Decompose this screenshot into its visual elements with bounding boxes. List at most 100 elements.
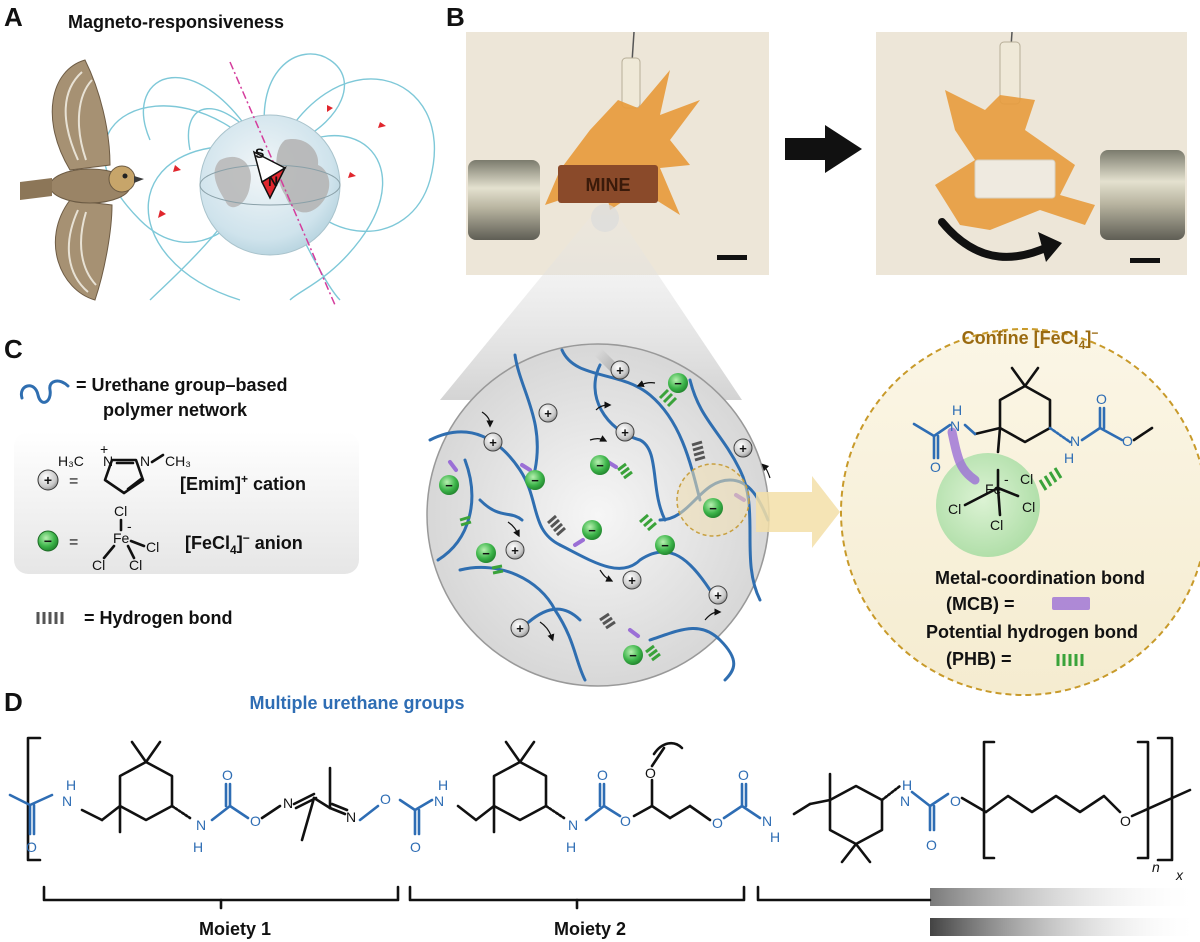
svg-text:+: + — [544, 406, 552, 421]
zoom-circle: Confine [FeCl4]− — [840, 326, 1200, 696]
fecl4-cl-bottom: Cl — [129, 557, 142, 573]
hydrogen-bond-icon — [36, 612, 64, 624]
svg-text:N: N — [900, 793, 910, 809]
compass-n-label: N — [268, 173, 278, 189]
svg-text:O: O — [738, 767, 749, 783]
fade-bar-bottom — [930, 918, 1200, 936]
zoom-n-right: N — [1070, 433, 1080, 449]
zoom-phb-line2: (PHB) = — [946, 649, 1012, 669]
emim-n-right: N — [140, 453, 150, 469]
zoom-fe-charge: - — [1004, 471, 1009, 487]
svg-text:−: − — [588, 523, 596, 538]
svg-text:O: O — [250, 813, 261, 829]
chain-icon — [8, 736, 1192, 864]
emim-methyl-left: H₃C — [58, 453, 84, 469]
legend-urethane-line1: = Urethane group–based — [76, 375, 288, 395]
moiety-brackets — [42, 885, 1200, 936]
zoom-cl-3: Cl — [1022, 499, 1035, 515]
zoom-cl-4: Cl — [990, 517, 1003, 533]
svg-text:H: H — [438, 777, 448, 793]
svg-text:O: O — [410, 839, 421, 855]
network-circle: − − − − − − − − − + + + + + + + + + — [426, 343, 771, 687]
zoom-n-left: N — [950, 418, 960, 434]
legend-hydrogen-bond: = Hydrogen bond — [84, 608, 233, 628]
zoom-h-left: H — [952, 402, 962, 418]
cation-label: [Emim]+ cation — [180, 472, 306, 494]
svg-text:−: − — [596, 458, 604, 473]
rotation-arrow-icon — [938, 218, 1054, 261]
legend-urethane-line2: polymer network — [103, 400, 248, 420]
anion-balls: − − − − − − − − − — [439, 373, 723, 665]
zoom-cl-2: Cl — [948, 501, 961, 517]
zoom-h-right: H — [1064, 450, 1074, 466]
svg-text:O: O — [380, 791, 391, 807]
phb-legend-icon — [1056, 654, 1084, 666]
zoom-molecule — [912, 366, 1154, 517]
panel-label-a: A — [4, 2, 23, 32]
zoom-phb-line1: Potential hydrogen bond — [926, 622, 1138, 642]
svg-text:O: O — [712, 815, 723, 831]
zoom-mcb-line2: (MCB) = — [946, 594, 1015, 614]
legend-ion-box — [14, 432, 359, 574]
scale-bar-before — [717, 255, 747, 260]
svg-text:N: N — [62, 793, 72, 809]
svg-text:+: + — [714, 588, 722, 603]
svg-text:−: − — [531, 473, 539, 488]
svg-text:O: O — [597, 767, 608, 783]
panel-a-title: Magneto-responsiveness — [68, 12, 284, 32]
svg-text:+: + — [739, 441, 747, 456]
svg-text:+: + — [628, 573, 636, 588]
emim-structure — [103, 458, 145, 495]
magnet-icon-right — [1100, 150, 1185, 240]
fade-bar-top — [930, 888, 1200, 906]
emim-n-left: N — [103, 453, 113, 469]
cation-balls: + + + + + + + + + — [483, 347, 753, 638]
fecl4-cl-right: Cl — [146, 539, 159, 555]
svg-text:H: H — [193, 839, 203, 855]
sample-mine-patch — [558, 165, 658, 203]
fecl4-cl-left: Cl — [92, 557, 105, 573]
svg-text:−: − — [674, 376, 682, 391]
emim-plus: + — [100, 441, 108, 457]
motion-arrows — [481, 380, 771, 642]
svg-text:+: + — [489, 435, 497, 450]
svg-text:N: N — [434, 793, 444, 809]
svg-text:−: − — [629, 648, 637, 663]
zoom-mcb-line1: Metal-coordination bond — [935, 568, 1145, 588]
panel-label-d: D — [4, 687, 23, 717]
sample-white-patch — [974, 159, 1056, 199]
zoom-o-left: O — [930, 459, 941, 475]
cation-equals: = — [69, 473, 78, 490]
hanging-clip — [621, 57, 641, 109]
zoom-phb-bond — [1038, 467, 1063, 491]
anion-ball-minus: − — [44, 533, 52, 549]
zoom-fe: Fe — [985, 481, 1002, 497]
svg-text:N: N — [196, 817, 206, 833]
svg-text:O: O — [950, 793, 961, 809]
cation-ball-icon — [37, 469, 59, 491]
svg-text:−: − — [482, 546, 490, 561]
svg-text:−: − — [445, 478, 453, 493]
svg-text:H: H — [66, 777, 76, 793]
svg-text:+: + — [621, 425, 629, 440]
network-phb — [459, 388, 678, 662]
svg-text:−: − — [661, 538, 669, 553]
fecl4-structure — [102, 518, 146, 560]
svg-text:O: O — [620, 813, 631, 829]
zoom-o-ester: O — [1122, 433, 1133, 449]
panel-a: A Magneto-responsiveness S N — [4, 2, 436, 306]
svg-text:+: + — [516, 621, 524, 636]
chain-atom-labels: H N O N H O O N N O O N H N H O O O O O … — [26, 765, 1184, 883]
anion-label: [FeCl4]− anion — [185, 531, 303, 557]
urethane-network-icon — [19, 379, 70, 404]
mcb-legend-icon — [1052, 597, 1090, 610]
compass-icon: S N — [252, 145, 287, 200]
panel-label-b: B — [446, 2, 465, 32]
emim-methyl-right: CH₃ — [165, 453, 191, 469]
panel-label-c: C — [4, 334, 23, 364]
svg-text:−: − — [709, 501, 717, 516]
anion-equals: = — [69, 534, 78, 551]
arrow-icon-b — [785, 125, 862, 173]
magnetic-axis-line — [229, 61, 336, 306]
